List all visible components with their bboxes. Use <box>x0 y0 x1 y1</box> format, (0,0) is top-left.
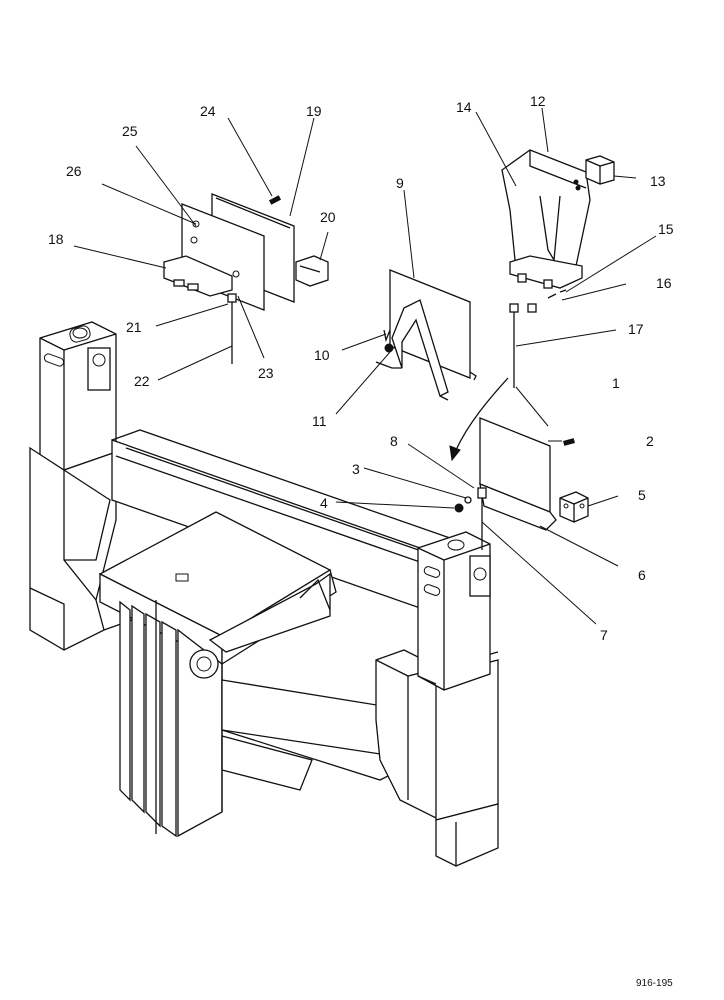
callout-24: 24 <box>200 103 216 119</box>
callout-26: 26 <box>66 163 82 179</box>
callout-9: 9 <box>396 175 404 191</box>
callout-25: 25 <box>122 123 138 139</box>
figure-number: 916-195 <box>636 978 673 989</box>
left-bracket-assembly <box>163 193 329 364</box>
callout-23: 23 <box>258 365 274 381</box>
callout-1: 1 <box>612 375 620 391</box>
callout-2: 2 <box>646 433 654 449</box>
main-frame <box>29 321 499 867</box>
arrow-head-icon <box>449 445 461 462</box>
callout-12: 12 <box>530 93 546 109</box>
callout-10: 10 <box>314 347 330 363</box>
callout-7: 7 <box>600 627 608 643</box>
callout-3: 3 <box>352 461 360 477</box>
right-upper-assembly <box>501 149 615 388</box>
callout-5: 5 <box>638 487 646 503</box>
callout-22: 22 <box>134 373 150 389</box>
leader-lines <box>73 107 657 625</box>
callout-21: 21 <box>126 319 142 335</box>
callout-19: 19 <box>306 103 322 119</box>
callout-18: 18 <box>48 231 64 247</box>
callout-13: 13 <box>650 173 666 189</box>
callout-8: 8 <box>390 433 398 449</box>
callout-11: 11 <box>312 413 327 429</box>
callout-17: 17 <box>628 321 644 337</box>
callout-14: 14 <box>456 99 472 115</box>
callout-labels: 1 2 3 4 5 6 7 8 9 10 11 12 13 14 15 16 1… <box>48 93 674 989</box>
callout-20: 20 <box>320 209 336 225</box>
assembly-arrow <box>455 377 509 451</box>
callout-16: 16 <box>656 275 672 291</box>
right-lower-plate-assembly <box>454 417 589 550</box>
callout-15: 15 <box>658 221 674 237</box>
callout-4: 4 <box>320 495 328 511</box>
callout-6: 6 <box>638 567 646 583</box>
center-bracket-assembly <box>375 269 477 401</box>
